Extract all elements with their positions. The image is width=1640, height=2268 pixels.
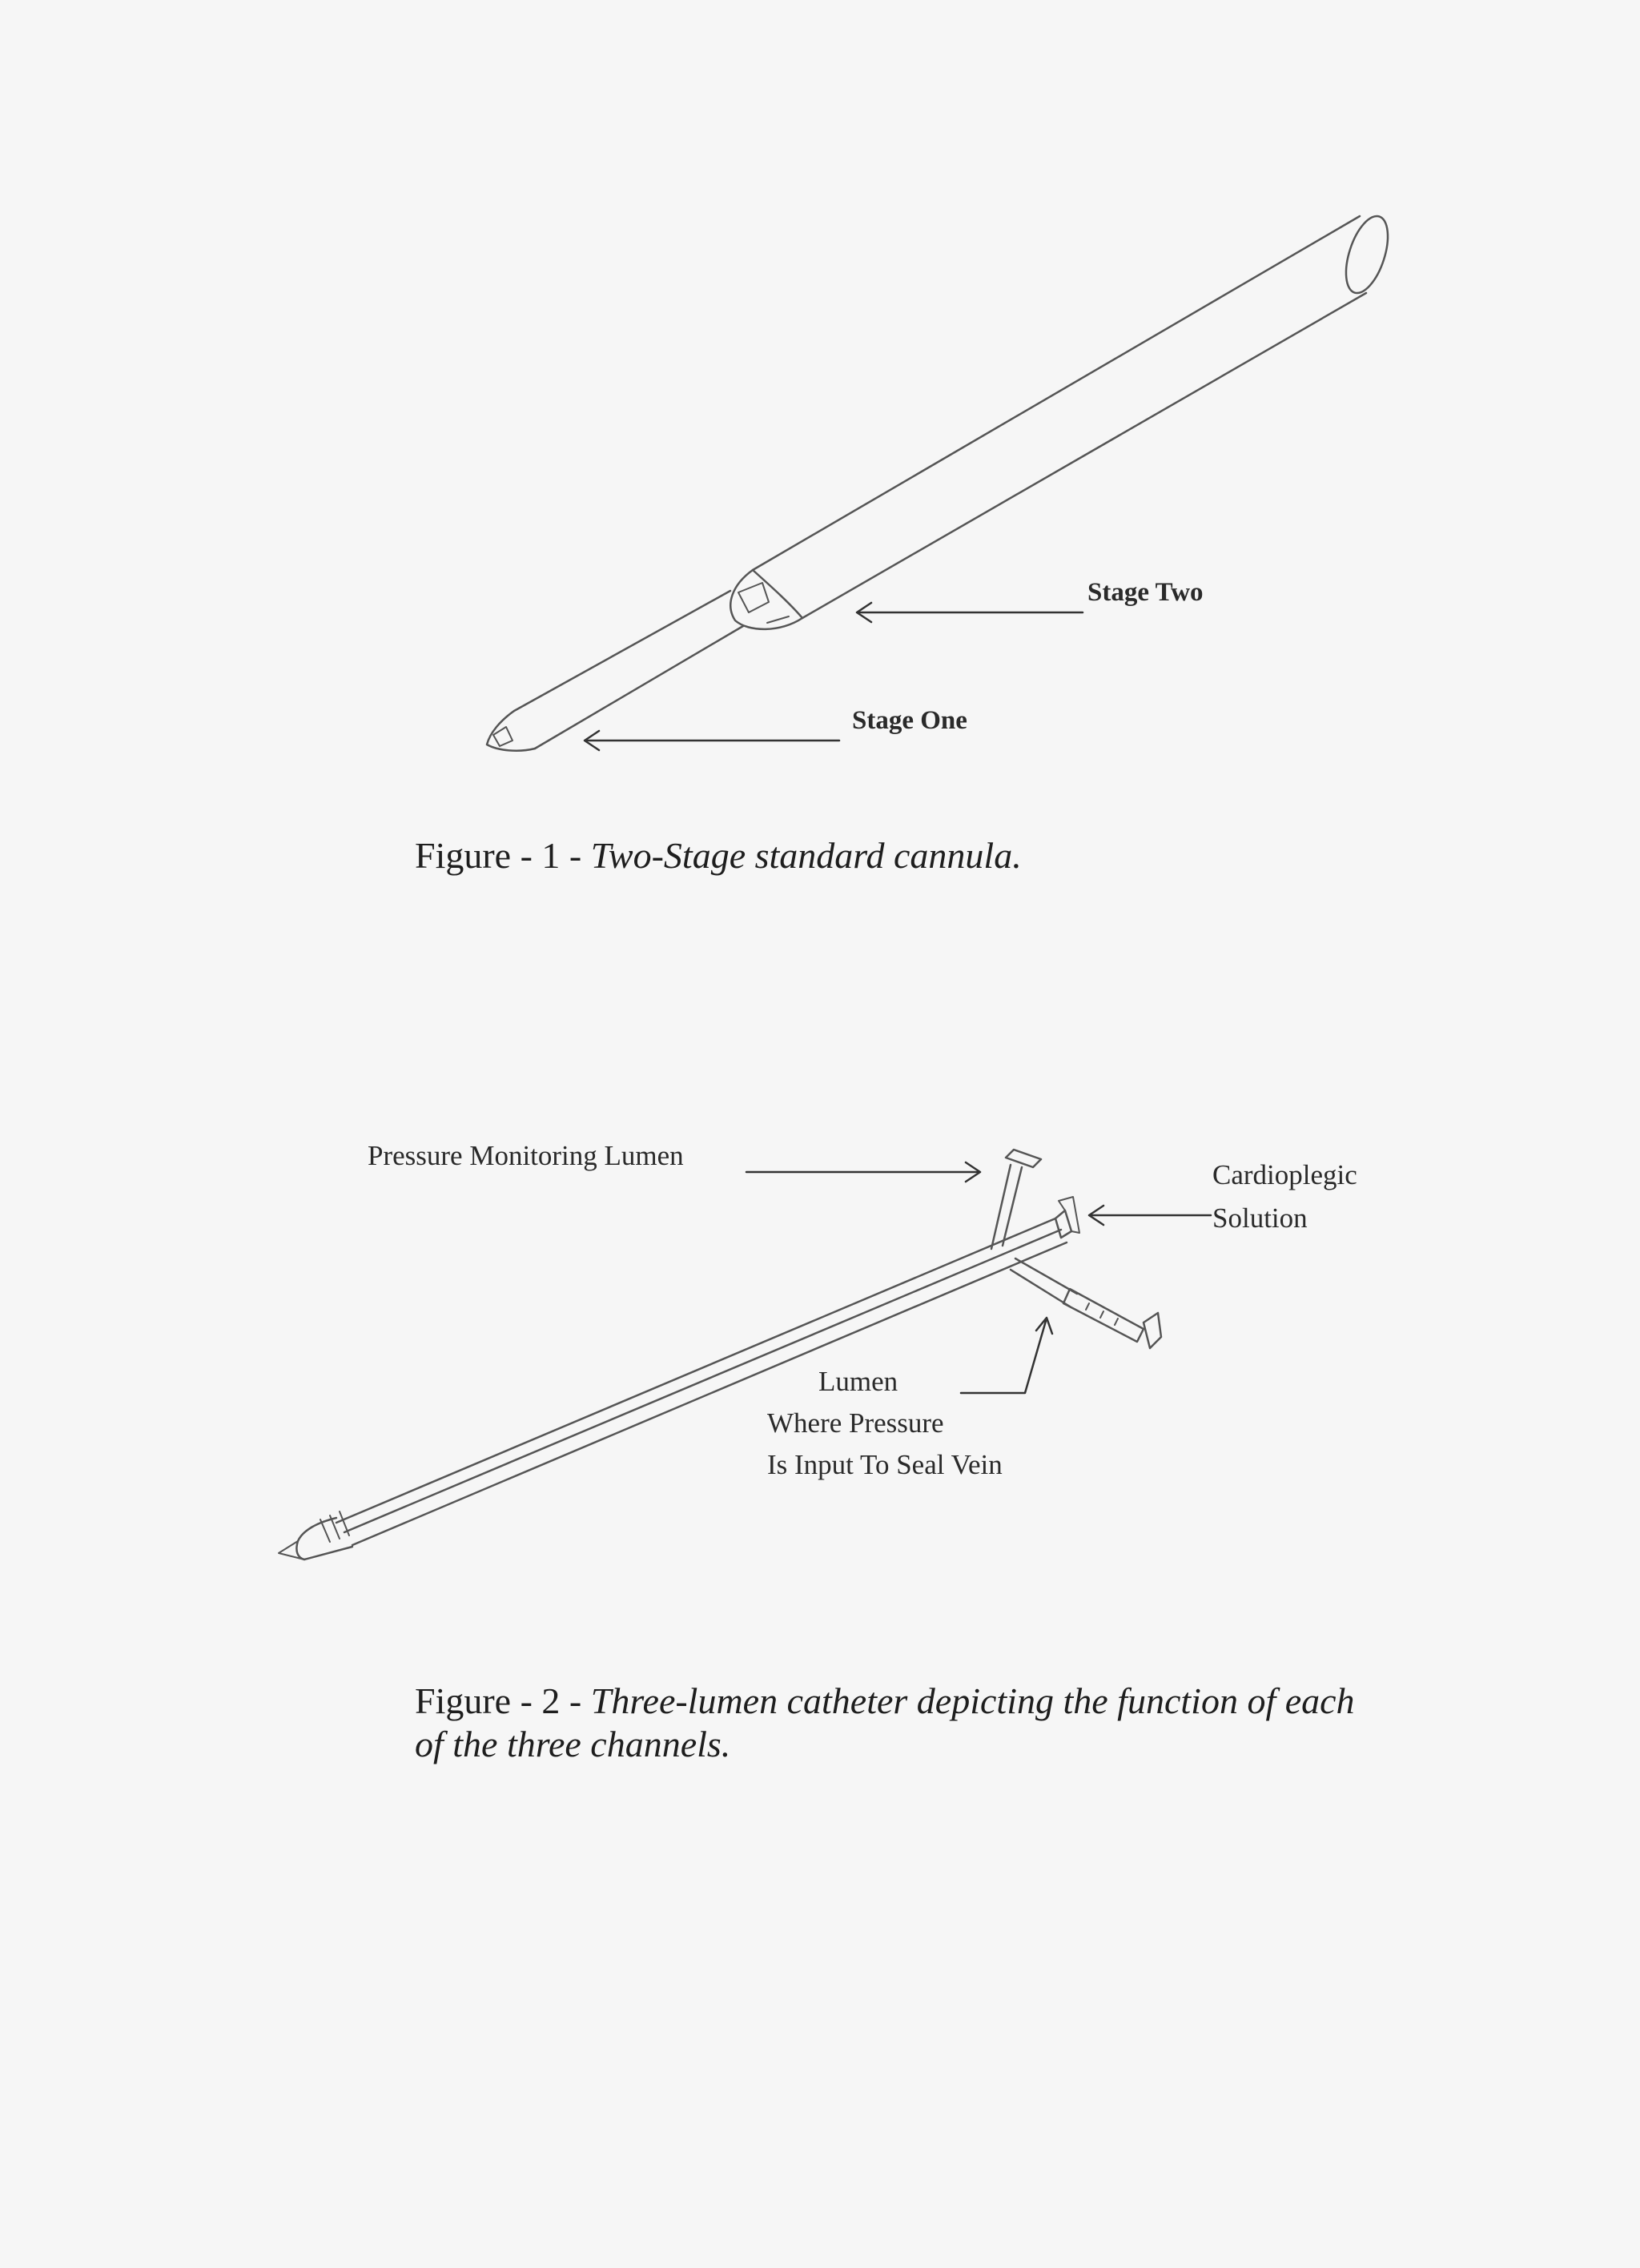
stage-two-arrow: [855, 601, 1084, 624]
lumen-label-line-1: Lumen: [818, 1366, 898, 1397]
cannula-open-end: [1345, 215, 1389, 295]
figure-2-catheter-drawing: [278, 1148, 1212, 1561]
figure-2-caption-text-1: Three-lumen catheter depicting the funct…: [590, 1680, 1355, 1721]
syringe-branch-upper-edge: [1014, 1257, 1079, 1295]
cardioplegic-label-line-2: Solution: [1212, 1202, 1308, 1234]
cannula-stage-one-lower-edge: [533, 624, 745, 750]
figure-1-caption: Figure - 1 - Two-Stage standard cannula.: [415, 834, 1022, 877]
cannula-transition-collar: [730, 568, 804, 631]
syringe-plunger: [1142, 1311, 1163, 1350]
catheter-shaft-middle-line: [343, 1228, 1063, 1534]
lumen-label-line-2: Where Pressure: [767, 1407, 944, 1439]
figure-2-caption-prefix: Figure - 2 -: [415, 1680, 591, 1721]
pressure-monitoring-branch-left: [990, 1163, 1012, 1250]
cannula-tip: [485, 709, 537, 752]
cannula-stage-one-upper-edge: [512, 589, 732, 713]
syringe-branch-lower-edge: [1009, 1268, 1071, 1308]
syringe-barrel: [1062, 1287, 1145, 1343]
catheter-shaft-lower-edge: [351, 1241, 1068, 1547]
figure-1-cannula-drawing: [485, 215, 1389, 752]
pressure-monitoring-branch-right: [1001, 1166, 1023, 1247]
figure-2-caption-line-1: Figure - 2 - Three-lumen catheter depict…: [415, 1680, 1355, 1723]
pressure-monitoring-arrow: [745, 1161, 982, 1183]
figure-2-caption-line-2: of the three channels.: [415, 1724, 731, 1764]
figure-2-caption: Figure - 2 - Three-lumen catheter depict…: [415, 1680, 1355, 1766]
figure-1-caption-text: Two-Stage standard cannula.: [590, 835, 1022, 876]
figure-1-caption-prefix: Figure - 1 -: [415, 835, 591, 876]
cardioplegic-label-line-1: Cardioplegic: [1212, 1159, 1357, 1190]
stage-two-label: Stage Two: [1087, 578, 1204, 607]
lumen-seal-arrow: [959, 1316, 1054, 1395]
stage-one-arrow: [583, 729, 841, 752]
pressure-monitoring-cap: [1004, 1148, 1043, 1169]
cannula-stage-two-lower-edge: [801, 291, 1368, 620]
stage-one-label: Stage One: [852, 706, 967, 735]
lumen-label-line-3: Is Input To Seal Vein: [767, 1449, 1003, 1480]
cardioplegic-arrow: [1087, 1204, 1212, 1226]
pressure-monitoring-label: Pressure Monitoring Lumen: [368, 1140, 684, 1171]
cardioplegic-port: [1054, 1209, 1073, 1239]
catheter-shaft-upper-edge: [335, 1217, 1057, 1524]
cannula-stage-two-upper-edge: [751, 215, 1361, 572]
